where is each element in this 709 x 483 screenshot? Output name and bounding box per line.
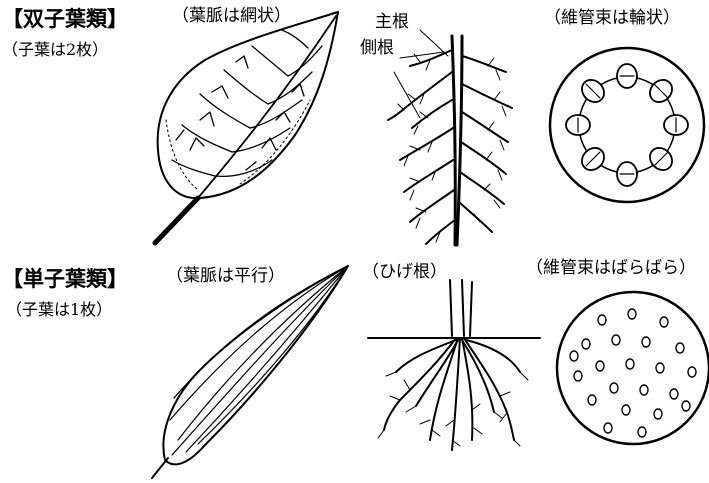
- fibrous-root-system: [368, 280, 540, 450]
- dicot-stem-section: [550, 48, 704, 202]
- monocot-leaf: [152, 266, 348, 478]
- monocot-stem-section: [557, 292, 709, 444]
- taproot-system: [388, 30, 512, 245]
- dicot-leaf: [155, 12, 338, 243]
